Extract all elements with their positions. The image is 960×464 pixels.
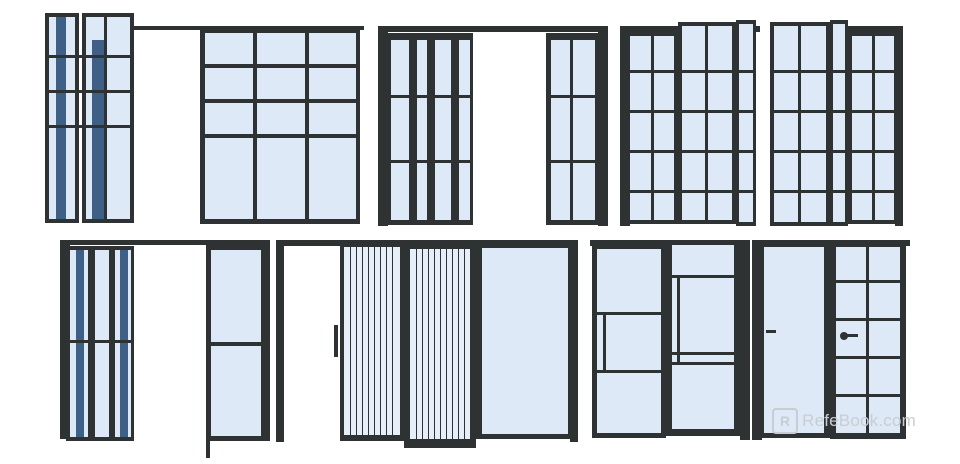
pivot-door-bars-2 [666, 240, 740, 436]
single-door-transom [206, 240, 270, 458]
lever-handle-icon [842, 334, 858, 337]
folding-door-tall-left [45, 13, 134, 223]
watermark: R RefeBook.com [772, 408, 916, 434]
double-door-panels [200, 28, 360, 224]
watermark-text: RefeBook.com [802, 411, 916, 430]
refebook-logo-icon: R [772, 408, 799, 434]
bifold-tinted-door [60, 240, 270, 441]
bifold-four-leaf [378, 26, 608, 226]
lever-handle-icon [766, 330, 776, 333]
clear-glass-panel [476, 243, 574, 439]
door-handle [334, 325, 338, 357]
reed-lines [350, 247, 465, 439]
bifold-grid-door-right [770, 20, 903, 226]
pivot-door-bars [590, 240, 750, 440]
grid-sidelight [830, 243, 906, 439]
handle-rosette-icon [840, 332, 848, 340]
bifold-grid-door [620, 20, 760, 226]
